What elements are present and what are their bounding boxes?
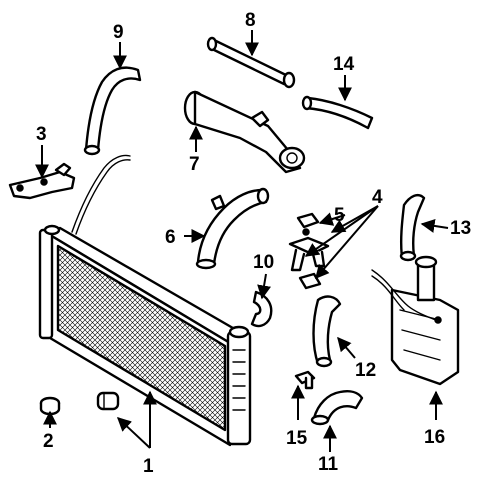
callout-8: 8 bbox=[245, 10, 256, 31]
callout-12: 12 bbox=[355, 360, 376, 381]
leader-lines bbox=[35, 30, 449, 452]
callout-9: 9 bbox=[113, 22, 124, 43]
callout-15: 15 bbox=[286, 428, 308, 449]
callout-4: 4 bbox=[372, 187, 383, 208]
callout-6: 6 bbox=[165, 227, 176, 248]
radiator-inlet-hose bbox=[195, 187, 270, 270]
bleed-valve bbox=[294, 370, 316, 390]
callout-10: 10 bbox=[253, 252, 274, 273]
heater-hose-small bbox=[250, 290, 273, 328]
callout-13: 13 bbox=[450, 218, 471, 239]
water-outlet-pipe bbox=[183, 90, 306, 174]
coolant-pipe bbox=[206, 36, 296, 89]
lower-radiator-hose bbox=[312, 295, 342, 368]
radiator-mount-insulator bbox=[39, 396, 61, 416]
radiator bbox=[38, 154, 252, 447]
drain-plug bbox=[96, 391, 120, 411]
callout-1: 1 bbox=[143, 456, 154, 477]
reservoir-hose bbox=[399, 194, 426, 262]
callout-7: 7 bbox=[189, 154, 200, 175]
callout-5: 5 bbox=[334, 205, 345, 226]
bypass-hose bbox=[301, 95, 374, 130]
callout-11: 11 bbox=[318, 454, 339, 475]
heater-outlet-hose bbox=[310, 390, 364, 426]
heater-hose-fittings bbox=[288, 212, 330, 290]
callout-2: 2 bbox=[43, 431, 54, 452]
callout-16: 16 bbox=[424, 427, 445, 448]
callout-3: 3 bbox=[36, 124, 47, 145]
callout-14: 14 bbox=[333, 54, 355, 75]
coolant-reservoir bbox=[371, 255, 460, 386]
upper-radiator-hose bbox=[83, 66, 142, 156]
